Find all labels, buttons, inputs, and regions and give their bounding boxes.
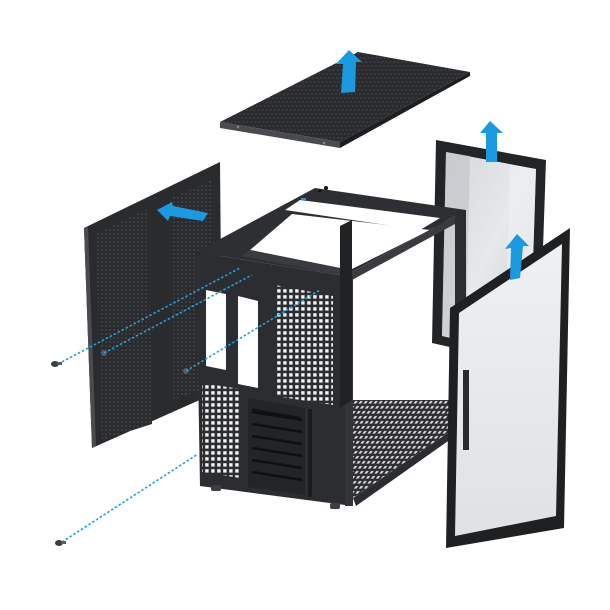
arrow-up-icon — [480, 121, 503, 162]
top-panel — [220, 52, 470, 148]
arrow-left-icon — [157, 202, 208, 221]
guide-lines — [57, 267, 321, 543]
thumbscrew-lower — [55, 540, 66, 546]
pcie-slots — [248, 398, 312, 497]
guide-line-3 — [185, 289, 321, 372]
arrow-side-panel — [157, 202, 208, 221]
front-glass-panel — [446, 228, 570, 548]
guide-line-2 — [103, 274, 253, 354]
guide-line-4 — [61, 453, 199, 543]
thumbscrew-upper — [51, 361, 62, 367]
arrow-up-icon — [505, 234, 529, 280]
arrow-front-glass — [505, 234, 529, 280]
arrow-rear-glass — [480, 121, 503, 162]
guide-line-1 — [57, 267, 241, 365]
arrow-top-panel — [336, 50, 362, 93]
chassis — [196, 186, 466, 509]
arrow-up-icon — [336, 50, 362, 93]
left-side-panel — [84, 162, 222, 448]
